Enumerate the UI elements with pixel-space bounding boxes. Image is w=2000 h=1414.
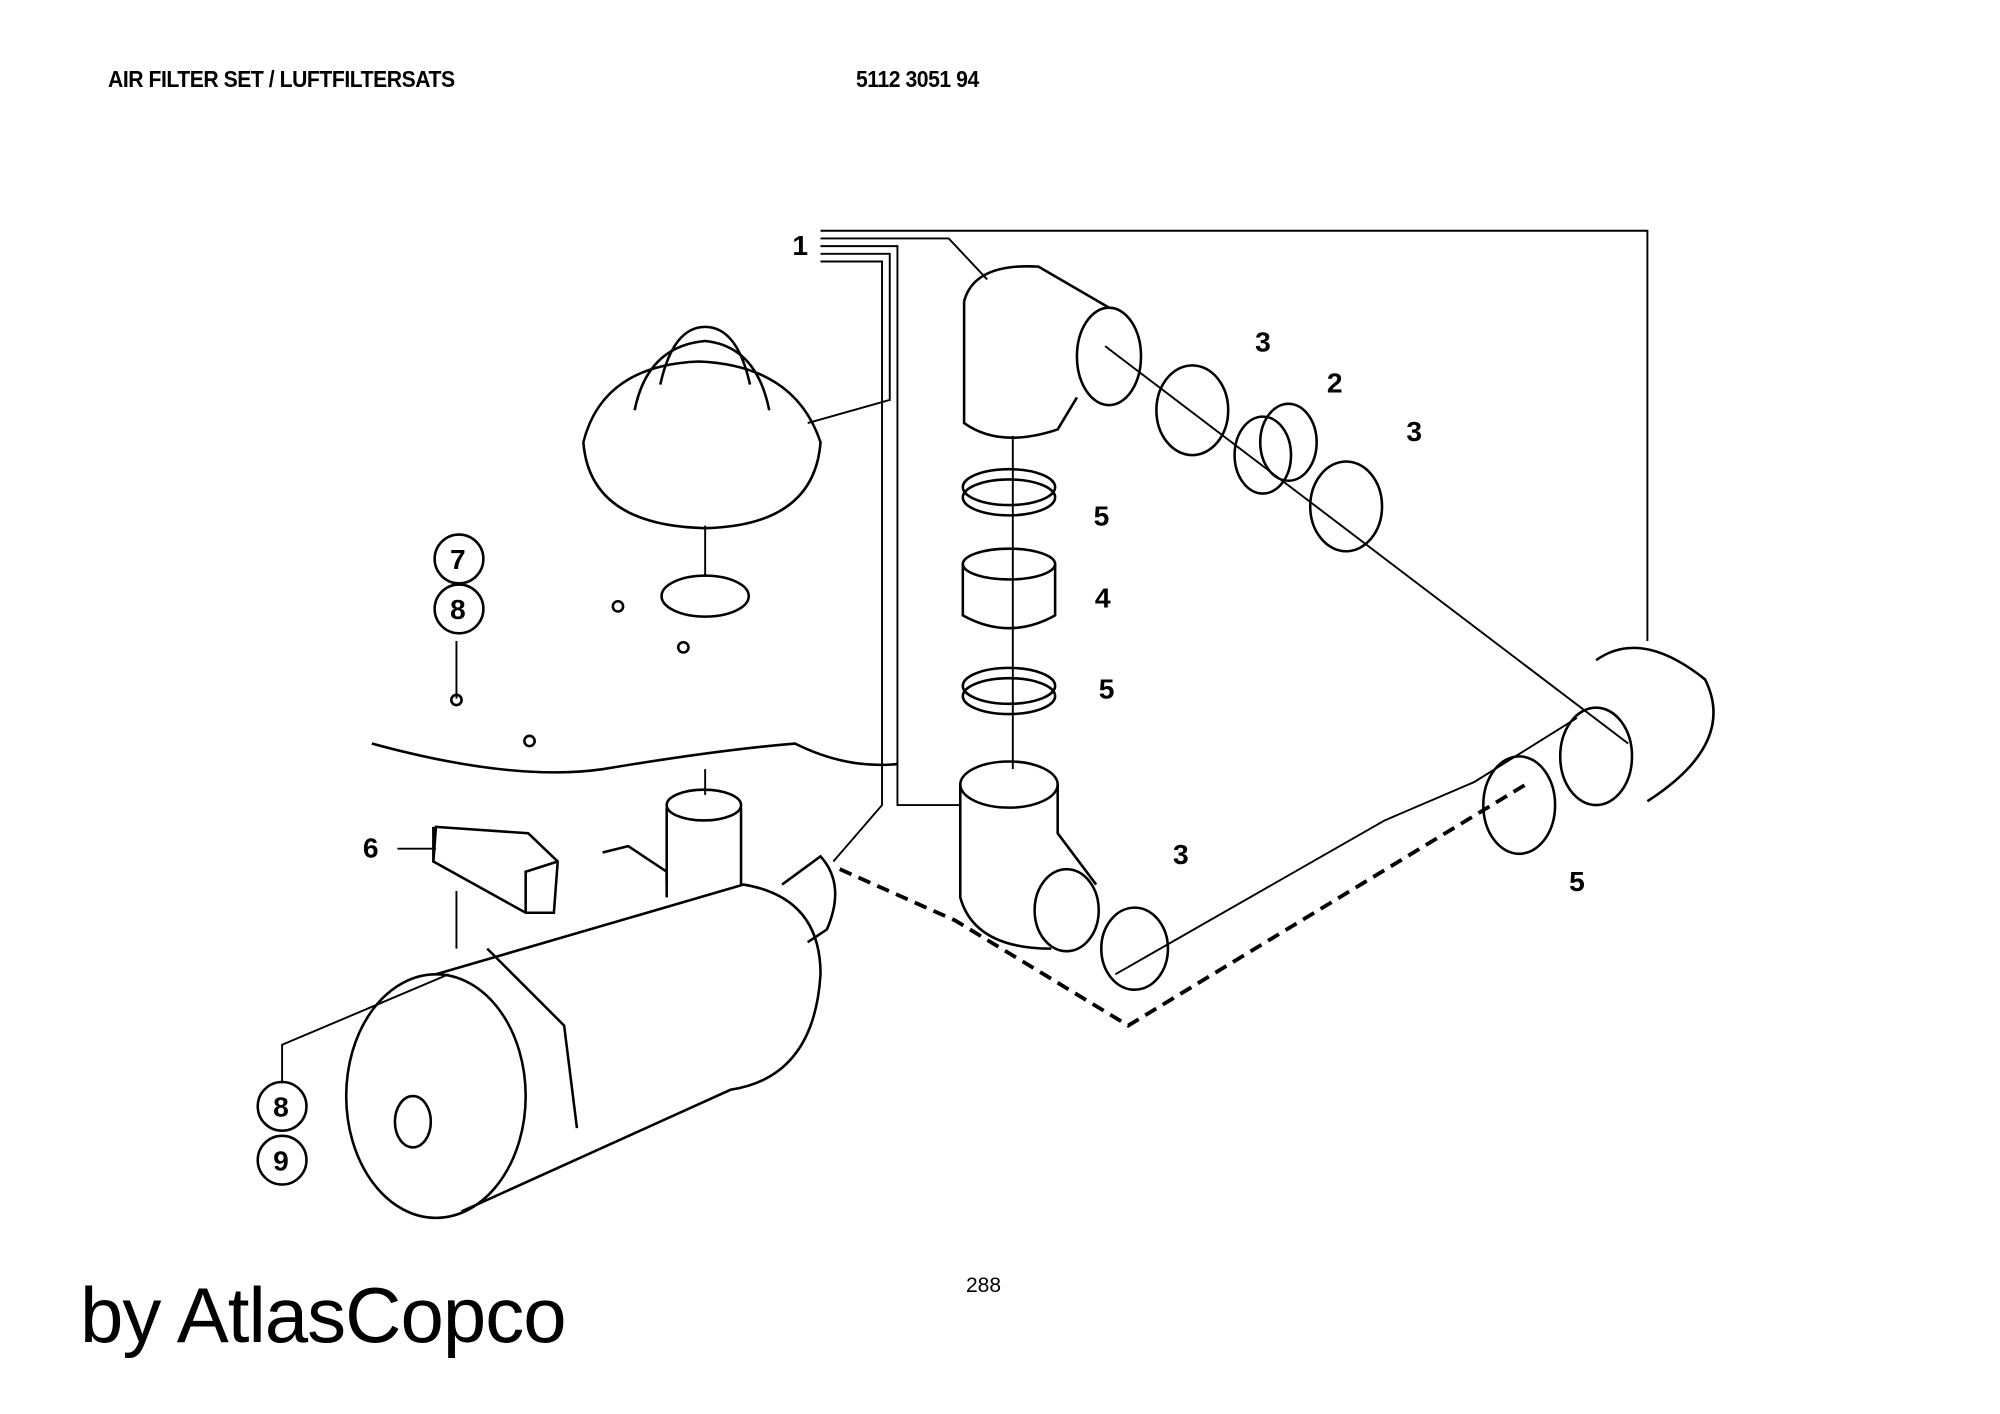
- callout-7: 7: [450, 543, 466, 575]
- filter-cover: [582, 325, 822, 618]
- callout-1: 1: [792, 229, 808, 261]
- hose-clamps: [961, 364, 1557, 991]
- callout-2: 2: [1327, 366, 1343, 398]
- callout-5: 5: [1094, 500, 1110, 532]
- callout-8: 8: [450, 593, 466, 625]
- callout-5: 5: [1569, 865, 1585, 897]
- filter-housing: [344, 788, 837, 1220]
- callout-6: 6: [363, 832, 379, 864]
- elbow-hose-right: [1558, 646, 1715, 807]
- part-number: 5112 3051 94: [856, 66, 979, 92]
- callout-3: 3: [1406, 415, 1422, 447]
- brand-watermark: by AtlasCopco: [80, 1271, 567, 1359]
- callout-4: 4: [1095, 582, 1111, 614]
- coupling-sleeve-2: [1233, 402, 1318, 495]
- callout-5: 5: [1099, 673, 1115, 705]
- callout-circles: [256, 533, 485, 1186]
- elbow-hose-bottom: [958, 760, 1100, 953]
- bracket: [432, 825, 560, 915]
- page-number: 288: [966, 1274, 1002, 1297]
- elbow-hose-top: [962, 265, 1143, 439]
- document-title: AIR FILTER SET / LUFTFILTERSATS: [108, 66, 455, 92]
- callout-8: 8: [273, 1091, 289, 1123]
- callout-3: 3: [1255, 325, 1271, 357]
- coupling-sleeve-4: [961, 547, 1057, 630]
- callout-3: 3: [1173, 838, 1189, 870]
- callout-9: 9: [273, 1144, 289, 1176]
